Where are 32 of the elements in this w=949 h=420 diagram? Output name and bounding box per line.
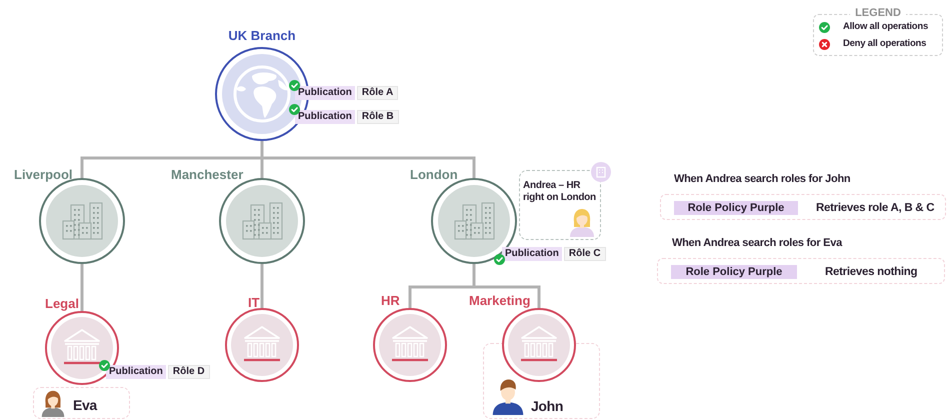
legend-text: Deny all operations	[843, 38, 926, 50]
node-title: Marketing	[469, 293, 530, 308]
policy-tag: Role Policy Purple	[671, 265, 797, 279]
user-panel	[483, 343, 600, 419]
connector-line	[472, 264, 540, 308]
node-title: London	[410, 167, 458, 182]
connector-line	[260, 264, 264, 308]
result-text: Retrieves role A, B & C	[816, 201, 934, 215]
access-note: Andrea – HR right on London	[523, 180, 597, 204]
result-text: Retrieves nothing	[825, 265, 918, 279]
query-heading: When Andrea search roles for Eva	[672, 237, 842, 250]
permission-tag: Publication	[295, 110, 355, 124]
node-title: UK Branch	[228, 28, 296, 43]
user-name: John	[531, 398, 564, 414]
role-tag: Rôle A	[356, 86, 398, 100]
node-title: IT	[248, 295, 260, 310]
role-tag: Rôle C	[564, 247, 606, 261]
user-name: Eva	[73, 397, 97, 413]
permission-tag: Publication	[106, 365, 166, 379]
node-title: Liverpool	[14, 167, 73, 182]
node-title: HR	[381, 293, 400, 308]
legend-text: Allow all operations	[843, 21, 928, 33]
role-tag: Rôle B	[356, 110, 399, 124]
node-title: Legal	[45, 296, 79, 311]
policy-tag: Role Policy Purple	[674, 201, 798, 215]
user-panel	[33, 387, 130, 419]
permission-tag: Publication	[502, 247, 562, 261]
query-heading: When Andrea search roles for John	[674, 173, 850, 186]
node-title: Manchester	[171, 167, 244, 182]
role-tag: Rôle D	[168, 365, 210, 379]
permission-tag: Publication	[295, 86, 355, 100]
connector-line	[80, 264, 84, 311]
